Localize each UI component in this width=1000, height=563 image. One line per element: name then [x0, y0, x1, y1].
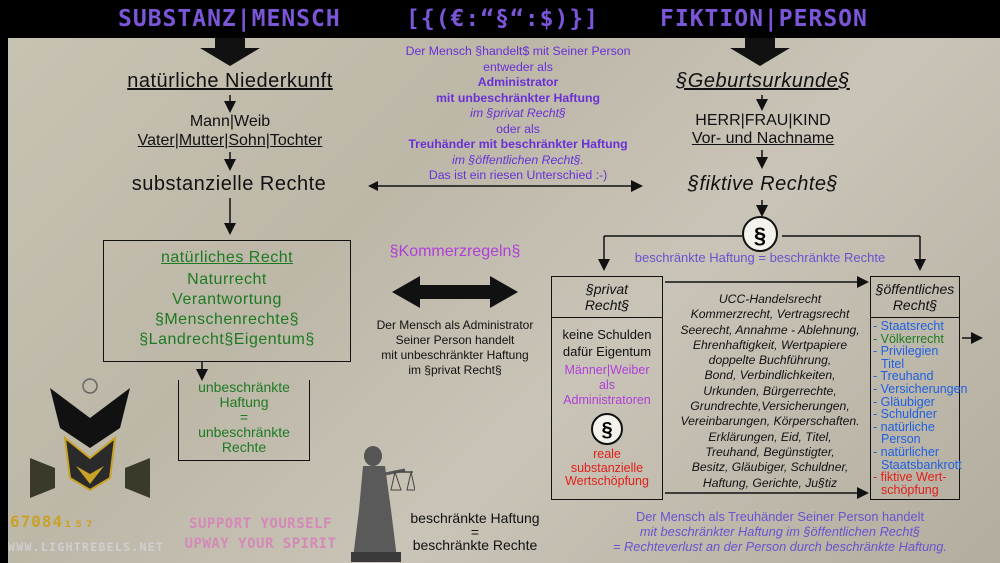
private-law-box: §privat Recht§ keine Schulden dafür Eige… [551, 276, 663, 500]
lightrebels-emblem-icon [30, 378, 150, 498]
roles-man-woman: Mann|Weib [189, 113, 271, 130]
commerce-description: Der Mensch als Administrator Seiner Pers… [376, 318, 534, 377]
big-arrow-right [730, 38, 790, 66]
person-name: Vor- und Nachname [691, 130, 835, 147]
fictive-rights: §fiktive Rechte§ [687, 173, 839, 195]
roles-family: Vater|Mutter|Sohn|Tochter [137, 132, 323, 149]
person-titles: HERR|FRAU|KIND [695, 112, 831, 129]
substantial-rights: substanzielle Rechte [131, 173, 327, 195]
birth-certificate: §Geburtsurkunde§ [676, 70, 850, 92]
center-explanation: Der Mensch §handelt$ mit Seiner Person e… [405, 44, 631, 182]
commerce-double-arrow [392, 276, 518, 308]
lady-justice-statue-icon [351, 446, 415, 562]
natural-law-box: natürliches Recht Naturrecht Verantwortu… [103, 240, 351, 362]
public-law-items: - Staatsrecht - Völkerrecht - Privilegie… [873, 319, 968, 497]
emblem-number: 67084₁₅₇ [10, 512, 96, 531]
ucc-law-list: UCC-Handelsrecht Kommerzrecht, Vertragsr… [680, 292, 860, 490]
header-currency-symbols: [{(€:“§“:$)}] [406, 6, 600, 32]
natural-law-title: natürliches Recht [160, 249, 294, 266]
site-url[interactable]: WWW.LIGHTREBELS.NET [8, 540, 165, 554]
private-law-title: §privat Recht§ [584, 281, 630, 313]
background-panel [8, 38, 1000, 563]
slogan: SUPPORT YOURSELF UPWAY YOUR SPIRIT [184, 516, 337, 552]
big-arrow-left [200, 38, 260, 66]
natural-birth: natürliche Niederkunft [127, 70, 333, 92]
trustee-explanation: Der Mensch als Treuhänder Seiner Person … [613, 509, 947, 554]
header-substanz-mensch: SUBSTANZ|MENSCH [118, 6, 341, 32]
header-fiktion-person: FIKTION|PERSON [660, 6, 868, 32]
private-paragraph-icon: § [591, 413, 623, 445]
commerce-rules-title: §Kommerzregeln§ [389, 243, 521, 260]
public-law-box: §öffentliches Recht§ - Staatsrecht - Völ… [870, 276, 968, 500]
limited-liability-equation: beschränkte Haftung = beschränkte Rechte [410, 510, 540, 553]
natural-law-items: Naturrecht Verantwortung §Menschenrechte… [139, 271, 315, 348]
paragraph-symbol-icon: § [742, 216, 778, 252]
limited-liability-link: beschränkte Haftung = beschränkte Rechte [634, 250, 886, 265]
unlimited-liability-box: unbeschränkte Haftung = unbeschränkte Re… [178, 380, 310, 461]
public-law-title: §öffentliches Recht§ [875, 281, 955, 313]
